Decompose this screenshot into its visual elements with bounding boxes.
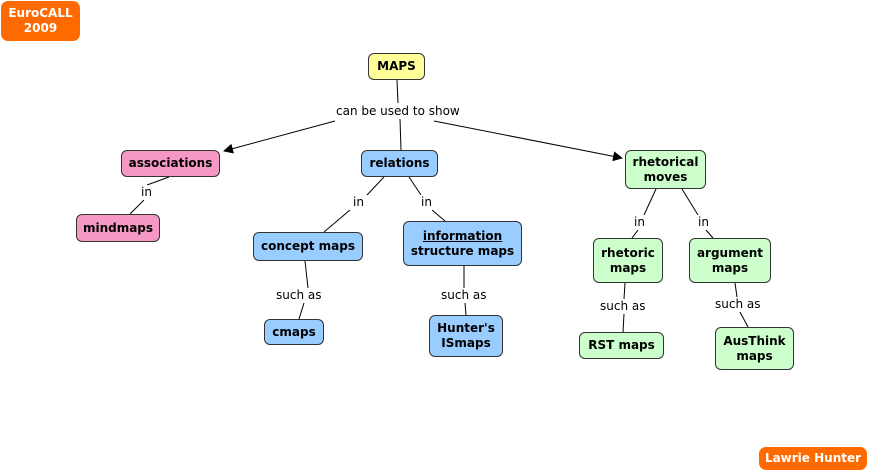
node-information-structure-maps[interactable]: information structure maps: [403, 221, 522, 266]
line-in-information: [431, 209, 446, 222]
link-label-in-associations: in: [139, 185, 154, 200]
line-argument-such-as: [734, 282, 738, 298]
line-such-as-hunters: [464, 302, 467, 316]
node-cmaps[interactable]: cmaps: [264, 319, 324, 345]
link-label-in-rhetoric: in: [632, 215, 647, 230]
link-label-can-be-used-to-show: can be used to show: [334, 104, 462, 119]
line-in-rhetoric-maps: [631, 229, 639, 239]
link-label-such-as-concept: such as: [274, 288, 324, 303]
link-label-such-as-rhetoric: such as: [598, 299, 648, 314]
link-label-in-argument: in: [696, 215, 711, 230]
link-label-such-as-argument: such as: [713, 297, 763, 312]
node-argument-maps[interactable]: argument maps: [689, 238, 771, 283]
line-rhetorical-in-rhetoric: [643, 188, 657, 216]
line-such-as-austhink: [739, 311, 749, 328]
node-rhetoric-maps[interactable]: rhetoric maps: [593, 238, 663, 283]
information-link-text[interactable]: information: [422, 228, 503, 243]
line-relations-in-concept: [366, 176, 385, 196]
arrow-to-rhetorical-moves: [433, 120, 623, 162]
line-in-concept-maps: [323, 209, 351, 233]
node-hunters-ismaps[interactable]: Hunter's ISmaps: [429, 315, 503, 357]
arrow-to-associations: [223, 120, 336, 154]
line-rhetorical-in-argument: [681, 188, 699, 216]
line-rhetoric-such-as: [623, 282, 626, 300]
node-associations[interactable]: associations: [121, 150, 220, 177]
line-concept-such-as: [304, 260, 309, 289]
node-rst-maps[interactable]: RST maps: [579, 332, 664, 359]
link-label-in-information: in: [419, 195, 434, 210]
link-label-such-as-information: such as: [439, 288, 489, 303]
line-associations-in: [146, 176, 170, 186]
eurocall-badge: EuroCALL 2009: [1, 1, 80, 41]
line-such-as-rst: [622, 313, 625, 333]
node-austhink-maps[interactable]: AusThink maps: [715, 327, 794, 370]
line-relations-in-information: [408, 176, 422, 196]
link-label-in-concept-maps: in: [351, 195, 366, 210]
author-badge: Lawrie Hunter: [759, 447, 867, 470]
node-maps[interactable]: MAPS: [368, 53, 425, 80]
node-concept-maps[interactable]: concept maps: [253, 232, 363, 261]
line-maps-to-label: [396, 79, 399, 104]
line-in-mindmaps: [129, 199, 145, 215]
node-mindmaps[interactable]: mindmaps: [76, 214, 160, 242]
line-such-as-cmaps: [298, 302, 305, 320]
line-label-to-relations: [399, 118, 402, 151]
node-relations[interactable]: relations: [361, 150, 438, 177]
node-rhetorical-moves[interactable]: rhetorical moves: [625, 150, 706, 189]
line-in-argument-maps: [705, 229, 714, 239]
structure-maps-text: structure maps: [410, 243, 515, 258]
